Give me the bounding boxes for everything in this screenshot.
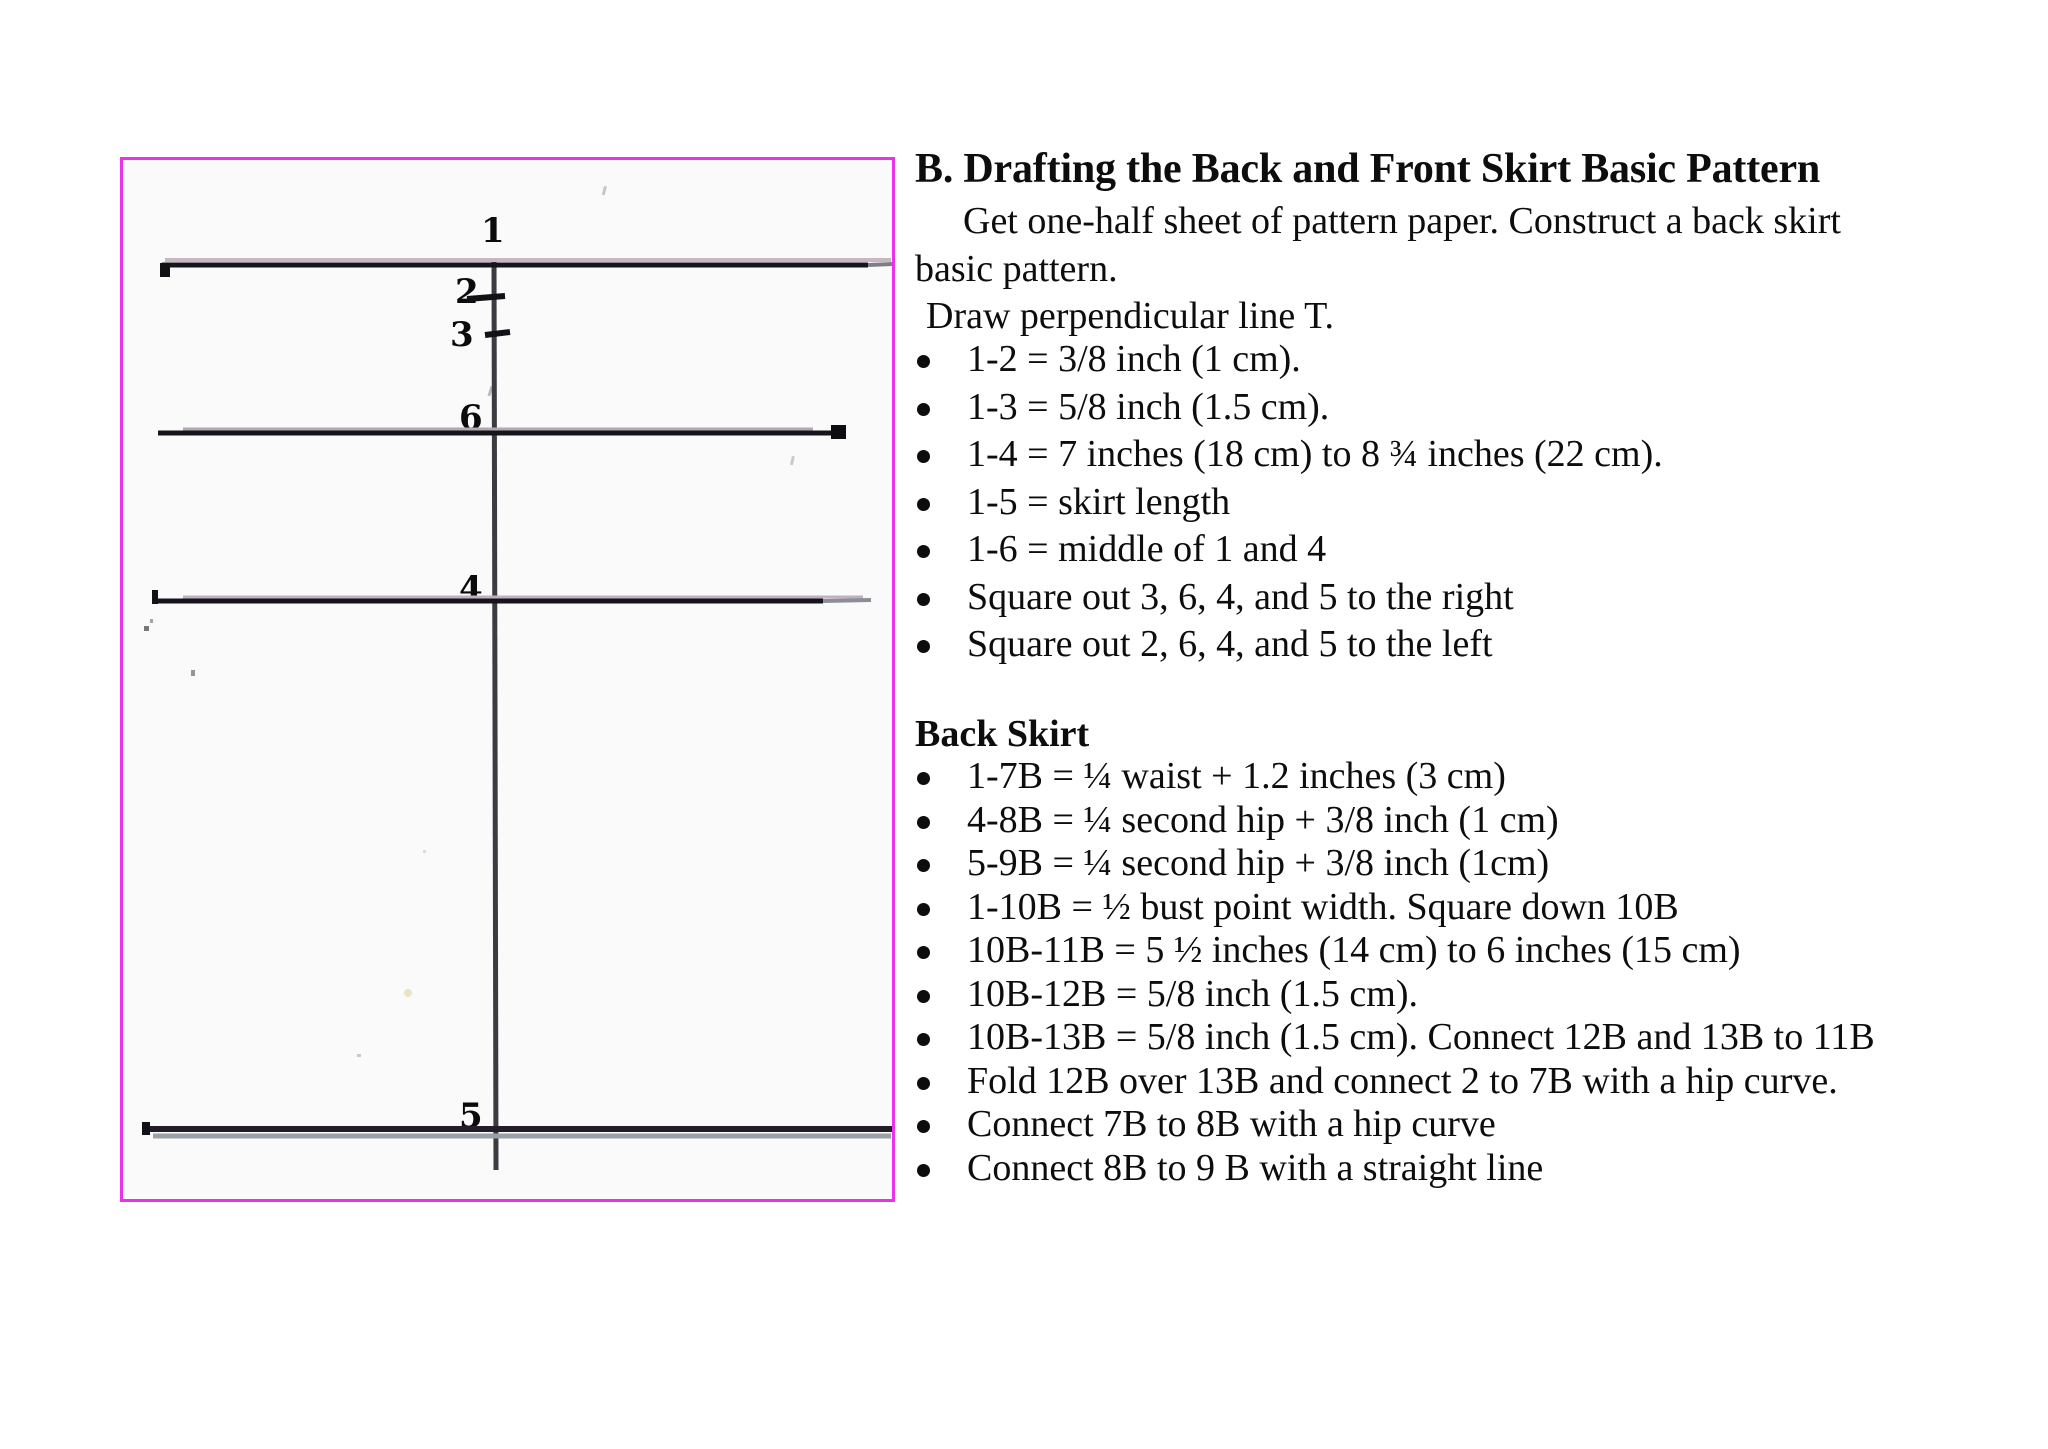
intro-line: Get one-half sheet of pattern paper. Con…: [963, 200, 1841, 242]
bullet-icon: [917, 355, 930, 368]
construction-steps-list: 1-2 = 3/8 inch (1 cm). 1-3 = 5/8 inch (1…: [915, 336, 2048, 669]
bullet-icon: [917, 902, 930, 916]
step-text: 10B-13B = 5/8 inch (1.5 cm). Connect 12B…: [967, 1016, 1875, 1058]
point-label-3: 3: [450, 315, 474, 355]
top-line: [160, 258, 892, 277]
list-item: 1-2 = 3/8 inch (1 cm).: [915, 336, 2048, 384]
list-item: 1-7B = ¼ waist + 1.2 inches (3 cm): [915, 755, 2048, 799]
list-item: 10B-12B = 5/8 inch (1.5 cm).: [915, 973, 2048, 1017]
step-text: Connect 8B to 9 B with a straight line: [967, 1146, 1544, 1189]
bullet-icon: [917, 1163, 930, 1177]
list-item: 4-8B = ¼ second hip + 3/8 inch (1 cm): [915, 799, 2048, 843]
bullet-icon: [917, 772, 930, 785]
step-text: 10B-12B = 5/8 inch (1.5 cm).: [967, 972, 1418, 1015]
list-item: Connect 7B to 8B with a hip curve: [915, 1103, 2048, 1147]
step-text: 1-7B = ¼ waist + 1.2 inches (3 cm): [967, 755, 1506, 797]
pattern-draft-figure: 1 2 3 6 4 5: [120, 157, 895, 1202]
bullet-icon: [917, 859, 930, 872]
bullet-icon: [917, 815, 930, 829]
step-text: Square out 3, 6, 4, and 5 to the right: [967, 575, 1514, 618]
bullet-icon: [917, 640, 930, 653]
step-text: 1-10B = ½ bust point width. Square down …: [967, 885, 1679, 928]
list-item: 10B-13B = 5/8 inch (1.5 cm). Connect 12B…: [915, 1016, 2048, 1060]
center-vertical-line: [491, 257, 499, 1171]
step-text: 1-6 = middle of 1 and 4: [967, 528, 1327, 570]
step-text: 1-3 = 5/8 inch (1.5 cm).: [967, 385, 1330, 428]
step-text: 1-5 = skirt length: [967, 480, 1231, 523]
bullet-icon: [917, 989, 930, 1003]
step-text: Square out 2, 6, 4, and 5 to the left: [967, 623, 1493, 665]
step-text: 1-4 = 7 inches (18 cm) to 8 ¾ inches (22…: [967, 433, 1663, 475]
intro-line: basic pattern.: [915, 247, 1118, 290]
list-item: 1-5 = skirt length: [915, 479, 2048, 527]
point-label-2: 2: [455, 272, 479, 312]
list-item: Fold 12B over 13B and connect 2 to 7B wi…: [915, 1060, 2048, 1104]
intro-paragraph: Get one-half sheet of pattern paper. Con…: [915, 198, 2045, 341]
section-heading: B. Drafting the Back and Front Skirt Bas…: [915, 146, 1821, 192]
bullet-icon: [917, 946, 930, 959]
bullet-icon: [917, 497, 930, 511]
list-item: 1-10B = ½ bust point width. Square down …: [915, 886, 2048, 930]
step-text: 1-2 = 3/8 inch (1 cm).: [967, 338, 1301, 380]
list-item: 1-3 = 5/8 inch (1.5 cm).: [915, 384, 2048, 432]
bullet-icon: [917, 402, 930, 416]
bullet-icon: [917, 592, 930, 606]
list-item: 5-9B = ¼ second hip + 3/8 inch (1cm): [915, 842, 2048, 886]
point-label-1: 1: [481, 211, 505, 251]
step-text: 4-8B = ¼ second hip + 3/8 inch (1 cm): [967, 798, 1559, 841]
list-item: Square out 2, 6, 4, and 5 to the left: [915, 621, 2048, 669]
bullet-icon: [917, 1033, 930, 1046]
step-text: 10B-11B = 5 ½ inches (14 cm) to 6 inches…: [967, 929, 1741, 971]
step-text: 5-9B = ¼ second hip + 3/8 inch (1cm): [967, 842, 1550, 884]
bullet-icon: [917, 1120, 930, 1133]
hem-line: [142, 1122, 892, 1139]
pattern-draft-svg: 1 2 3 6 4 5: [142, 185, 892, 1171]
step-text: Fold 12B over 13B and connect 2 to 7B wi…: [967, 1059, 1838, 1102]
step-text: Connect 7B to 8B with a hip curve: [967, 1103, 1496, 1145]
list-item: Connect 8B to 9 B with a straight line: [915, 1147, 2048, 1191]
point-3-tick: [484, 329, 511, 338]
list-item: Square out 3, 6, 4, and 5 to the right: [915, 574, 2048, 622]
list-item: 1-6 = middle of 1 and 4: [915, 526, 2048, 574]
hip-line: [152, 590, 872, 604]
list-item: 1-4 = 7 inches (18 cm) to 8 ¾ inches (22…: [915, 431, 2048, 479]
list-item: 10B-11B = 5 ½ inches (14 cm) to 6 inches…: [915, 929, 2048, 973]
point-2-tick: [466, 293, 506, 302]
middle-line: [158, 425, 846, 439]
back-skirt-steps-list: 1-7B = ¼ waist + 1.2 inches (3 cm) 4-8B …: [915, 755, 2048, 1190]
scan-noise: [144, 185, 795, 1057]
bullet-icon: [917, 545, 930, 558]
bullet-icon: [917, 1076, 930, 1090]
bullet-icon: [917, 450, 930, 463]
back-skirt-heading: Back Skirt: [915, 713, 1090, 755]
intro-line: Draw perpendicular line T.: [926, 295, 1334, 337]
